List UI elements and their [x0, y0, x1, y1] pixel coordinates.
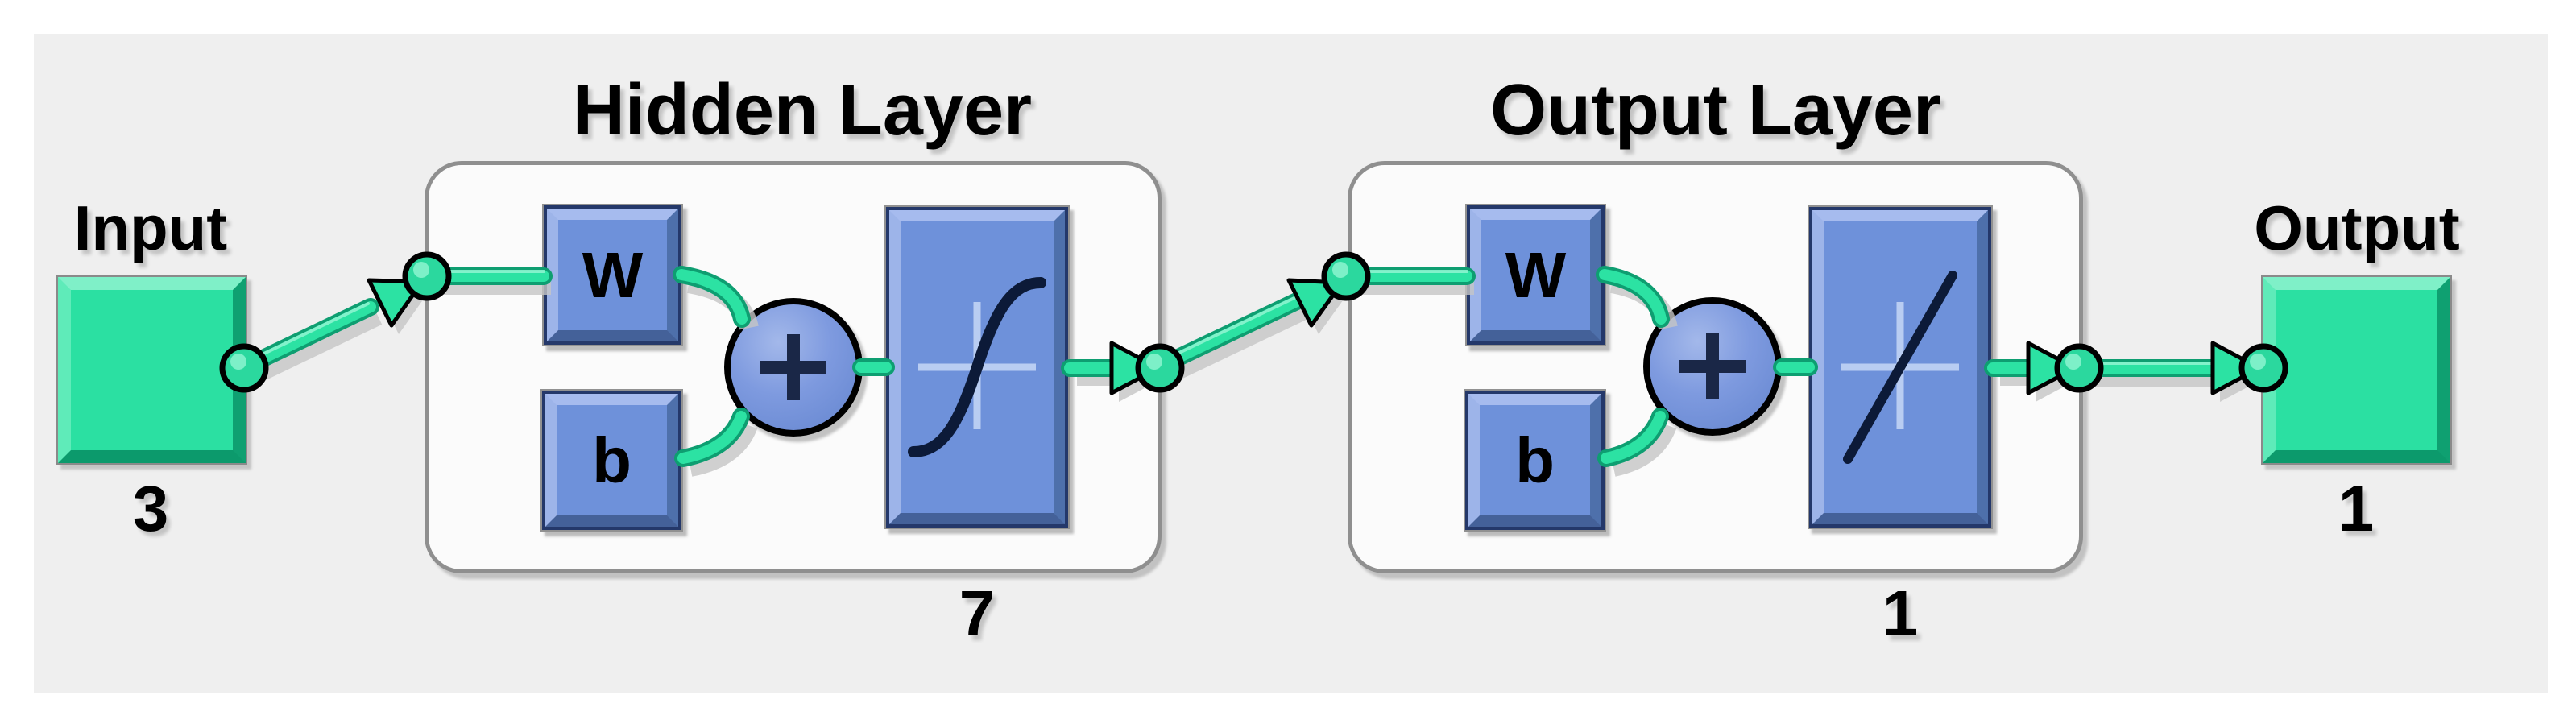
input-label: Input [73, 192, 228, 263]
hidden-sum-junction [724, 298, 863, 437]
hidden-layer-title: Hidden Layer [572, 70, 1033, 151]
hidden-layer-size-label: 7 [959, 577, 996, 649]
output-square [2261, 275, 2452, 465]
plus-icon [1706, 333, 1719, 399]
sigmoid-curve-icon [908, 277, 1046, 457]
input-square [56, 275, 247, 465]
input-size-label: 3 [132, 473, 169, 544]
output-weight-block: W [1465, 204, 1606, 346]
hidden-bias-label: b [592, 424, 632, 496]
hidden-transfer-block [884, 205, 1070, 529]
output-bias-label: b [1515, 424, 1555, 496]
output-label: Output [2254, 192, 2460, 263]
output-layer-size-label: 1 [1882, 577, 1919, 649]
diagram-panel [34, 34, 2548, 693]
hidden-weight-block: W [542, 204, 683, 346]
output-weight-label: W [1505, 238, 1567, 311]
linear-curve-icon [1841, 271, 1959, 464]
output-transfer-block [1808, 205, 1993, 529]
plus-icon [787, 334, 800, 400]
output-layer-title: Output Layer [1489, 70, 1942, 151]
output-sum-junction [1643, 297, 1782, 436]
hidden-weight-label: W [582, 238, 644, 311]
input-square-bevel [58, 277, 246, 463]
hidden-bias-block: b [540, 389, 683, 532]
output-square-bevel [2263, 277, 2450, 463]
output-bias-block: b [1464, 389, 1606, 532]
output-size-label: 1 [2338, 473, 2375, 544]
